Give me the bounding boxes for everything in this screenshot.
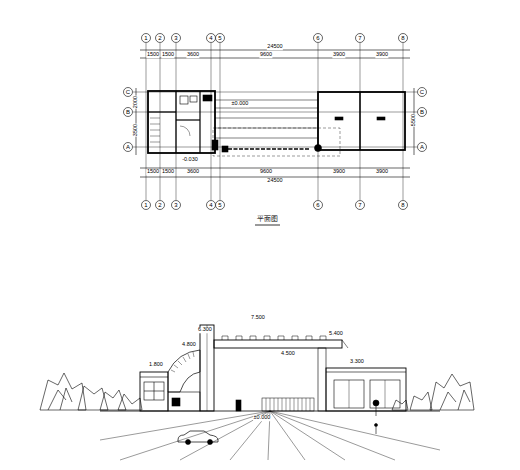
dimension-label: 2000 [133, 95, 139, 108]
axis-label: 8 [401, 202, 405, 208]
axis-label: 1 [144, 35, 148, 41]
dimension-label: 3500 [133, 123, 139, 136]
dimension-label: ±0.000 [253, 415, 271, 421]
dimension-label: 3900 [375, 169, 388, 175]
dimension-label: 3600 [186, 52, 199, 58]
dimension-label: 24500 [267, 44, 283, 50]
axis-label: B [419, 109, 424, 115]
dimension-label: 4.800 [182, 342, 197, 348]
axis-label: 3 [174, 202, 178, 208]
axis-label: 6 [316, 35, 320, 41]
axis-label: 2 [158, 35, 162, 41]
elevation [40, 325, 474, 460]
dimension-label: 3900 [332, 169, 345, 175]
axis-label: C [125, 89, 130, 95]
dimension-label: 7.500 [251, 315, 266, 321]
dimension-label: 1500 [161, 169, 174, 175]
axis-label: 2 [158, 202, 162, 208]
dimension-label: 1500 [146, 52, 159, 58]
dimension-label: 24500 [267, 178, 283, 184]
axis-label: 3 [174, 35, 178, 41]
axis-label: 1 [144, 202, 148, 208]
drawing-title: 平面图 [257, 216, 278, 223]
dimension-label: 1500 [161, 52, 174, 58]
dimension-label: 4.500 [281, 351, 296, 357]
axis-label: 8 [401, 35, 405, 41]
dimension-label: 1.800 [149, 362, 164, 368]
dimension-label: 3.300 [350, 359, 365, 365]
dimension-label: 5.400 [329, 331, 344, 337]
axis-label: 4 [209, 202, 213, 208]
dimension-label: 3900 [375, 52, 388, 58]
axis-label: 7 [358, 35, 362, 41]
axis-label: 7 [358, 202, 362, 208]
axis-label: 4 [209, 35, 213, 41]
dimension-label: ±0.000 [231, 101, 249, 107]
dimension-label: 3900 [332, 52, 345, 58]
dimension-label: 3600 [186, 169, 199, 175]
dimension-label: -0.030 [182, 157, 199, 163]
axis-label: B [125, 109, 130, 115]
dimension-label: 9600 [259, 52, 272, 58]
dimension-label: 5500 [411, 113, 417, 126]
dimension-label: 6.300 [198, 327, 213, 333]
axis-label: 5 [218, 202, 222, 208]
axis-label: C [419, 89, 424, 95]
plan [124, 34, 427, 226]
axis-label: 5 [218, 35, 222, 41]
axis-label: 6 [316, 202, 320, 208]
axis-label: A [419, 144, 424, 150]
axis-label: A [125, 144, 130, 150]
dimension-label: 1500 [146, 169, 159, 175]
dimension-label: 9600 [259, 169, 272, 175]
